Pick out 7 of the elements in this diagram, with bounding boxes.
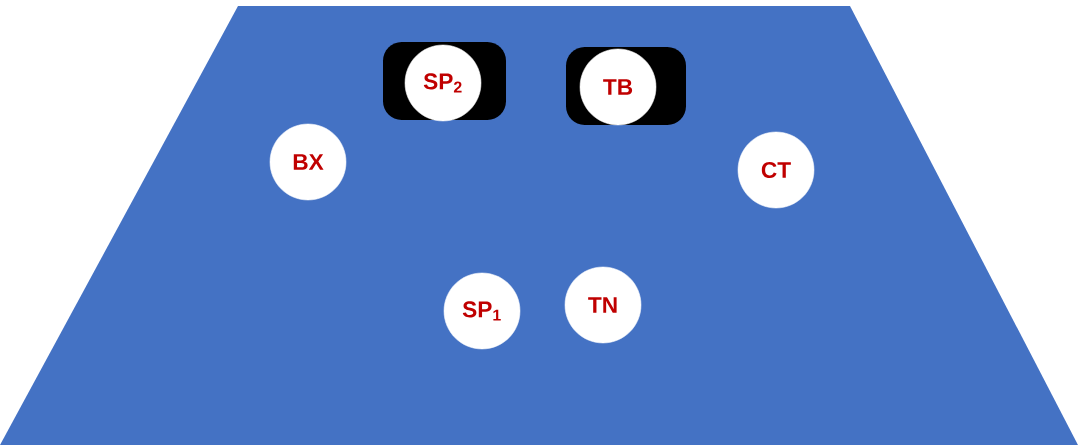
circle-node: TN [564, 266, 642, 344]
circle-node: SP$_{1}$ [443, 272, 521, 350]
trapezoid-band [0, 6, 1078, 445]
circle-node: CT [737, 131, 815, 209]
circle-node: TB [579, 48, 657, 126]
circle-node: SP$_{2}$ [404, 44, 482, 122]
circle-node: BX [269, 123, 347, 201]
